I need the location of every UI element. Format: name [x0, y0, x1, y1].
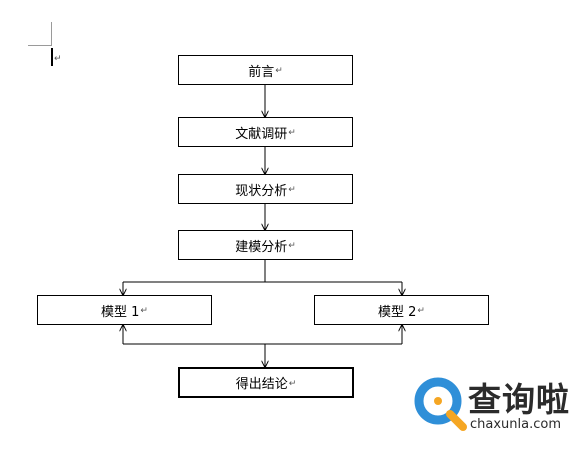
node-intro: 前言↵ [178, 55, 353, 85]
node-modeling-analysis: 建模分析↵ [178, 230, 353, 260]
paragraph-mark-icon: ↵ [288, 128, 296, 138]
margin-corner-mark-vertical [51, 22, 52, 46]
node-label: 前言 [248, 64, 275, 80]
node-literature-review: 文献调研↵ [178, 117, 353, 147]
logo-ring [414, 377, 462, 425]
paragraph-mark-icon: ↵ [288, 241, 296, 251]
magnifier-logo-icon [414, 377, 467, 431]
text-cursor [51, 48, 53, 66]
node-label: 模型 1 [101, 304, 140, 320]
node-label: 文献调研 [235, 126, 288, 142]
paragraph-mark-icon: ↵ [288, 185, 296, 195]
logo-dot [434, 397, 442, 405]
node-status-analysis: 现状分析↵ [178, 174, 353, 204]
node-model-2: 模型 2↵ [314, 295, 489, 325]
node-label: 现状分析 [235, 183, 288, 199]
node-label: 模型 2 [378, 304, 417, 320]
paragraph-mark-icon: ↵ [288, 378, 297, 389]
paragraph-mark-icon: ↵ [417, 306, 425, 316]
paragraph-mark-icon: ↵ [275, 66, 283, 76]
logo-handle [446, 410, 467, 431]
paragraph-mark-icon: ↵ [54, 54, 62, 64]
watermark-title: 查询啦 [468, 380, 570, 419]
paragraph-mark-icon: ↵ [140, 306, 148, 316]
node-label: 建模分析 [235, 239, 288, 255]
margin-corner-mark-horizontal [28, 45, 52, 46]
node-label: 得出结论 [235, 377, 288, 392]
watermark-url: chaxunla.com [470, 417, 561, 432]
watermark-logo: 查询啦 chaxunla.com [412, 373, 584, 435]
node-model-1: 模型 1↵ [37, 295, 212, 325]
node-conclusion: 得出结论↵ [178, 367, 354, 398]
